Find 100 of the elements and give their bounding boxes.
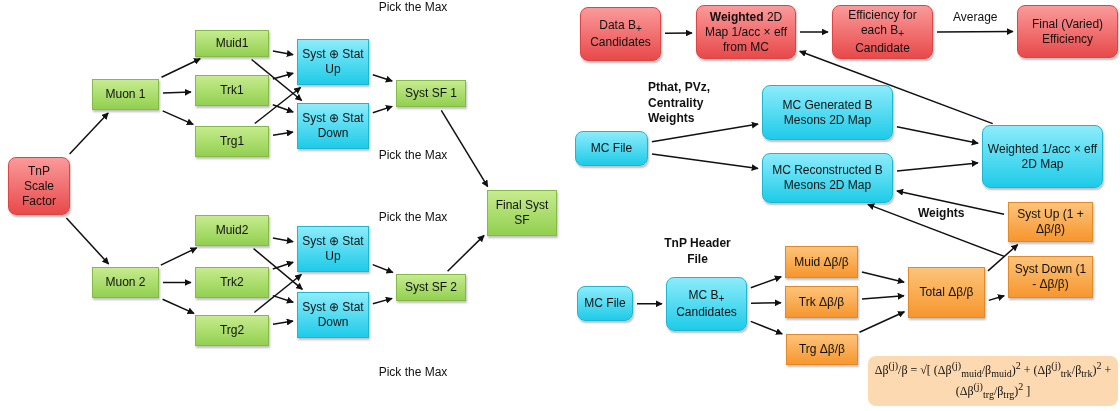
arrow (253, 273, 303, 314)
arrow (651, 121, 759, 143)
node-label: Efficiency for each B$_{+}$ Candidate (847, 8, 918, 56)
node-label: Syst ⊕ Stat Up (301, 234, 365, 264)
process-box (92, 267, 159, 298)
process-box (696, 5, 796, 59)
node-label: TnP Scale Factor (21, 163, 57, 209)
process-box (575, 131, 648, 166)
process-box (577, 286, 633, 321)
edge-label: Average (951, 9, 1000, 24)
process-box (195, 126, 269, 157)
arrow (161, 110, 194, 126)
node-label: MC File (584, 296, 626, 311)
process-box (786, 334, 858, 365)
arrow (254, 86, 302, 125)
arrow (252, 247, 304, 291)
arrow (372, 296, 393, 305)
arrow (987, 243, 1019, 272)
node-label: MC Generated B Mesons 2D Map (781, 97, 874, 128)
node-label: Syst ⊕ Stat Up (301, 47, 365, 77)
process-box (1008, 202, 1093, 242)
node-label: Syst ⊕ Stat Down (301, 111, 365, 141)
node-label: Syst Up (1 + Δβ/β) (1016, 207, 1085, 237)
arrow (749, 320, 784, 335)
arrow (160, 57, 201, 79)
process-box (762, 153, 893, 203)
node-label: Final Syst SF (494, 198, 550, 228)
process-box (982, 125, 1103, 188)
node-label: MC File (590, 141, 633, 156)
arrow (372, 105, 393, 114)
process-box (832, 5, 933, 59)
arrow (636, 300, 663, 308)
arrow (750, 299, 782, 307)
node-label: Trk1 (220, 83, 244, 98)
note-text: Pick the Max (378, 0, 448, 16)
node-label: Trg Δβ/β (798, 342, 845, 357)
arrow (798, 50, 994, 125)
node-label: Muid2 (215, 223, 249, 238)
arrow (272, 237, 294, 244)
arrow (372, 74, 393, 83)
arrow (272, 104, 294, 114)
process-box (297, 226, 369, 272)
process-box (580, 7, 661, 61)
arrow (161, 298, 195, 315)
process-box (195, 267, 269, 298)
arrow (988, 294, 1005, 302)
arrow (272, 50, 294, 57)
arrow (896, 188, 1005, 215)
process-box (762, 85, 893, 140)
process-box (487, 190, 557, 236)
process-box (666, 277, 747, 331)
node-label: Trk Δβ/β (798, 294, 845, 310)
arrow (861, 292, 905, 300)
process-box (396, 80, 466, 107)
arrow (272, 71, 294, 80)
node-label: Syst SF 2 (405, 280, 457, 295)
process-box (785, 286, 858, 318)
node-label: Weighted 1/acc × eff 2D Map (986, 141, 1099, 172)
node-label: Trg1 (219, 134, 245, 149)
node-label: Syst ⊕ Stat Down (301, 300, 365, 330)
node-label: Trk2 (220, 275, 244, 290)
process-box (8, 157, 70, 215)
node-label: Trg2 (219, 323, 245, 338)
node-label: Syst Down (1 - Δβ/β) (1013, 262, 1088, 292)
note-text: Pick the Max (378, 365, 448, 381)
arrow (162, 279, 192, 286)
note-text: Weights (918, 206, 966, 222)
node-label: Muid Δβ/β (794, 254, 849, 270)
process-box (908, 267, 985, 318)
arrow (272, 260, 294, 270)
arrow (371, 263, 394, 274)
arrow (750, 275, 782, 289)
process-box (297, 292, 369, 338)
node-label: Weighted 2D Map 1/acc × eff from MC (703, 9, 789, 55)
node-label: MC Reconstructed B Mesons 2D Map (771, 163, 884, 193)
arrow (160, 247, 198, 266)
node-label: Final (Varied) Efficiency (1030, 16, 1105, 47)
arrow (440, 109, 489, 188)
process-box (396, 274, 466, 301)
arrow (272, 294, 294, 304)
arrow (446, 234, 485, 272)
note-text: Pick the Max (378, 148, 448, 164)
arrow (162, 88, 192, 96)
arrow (272, 129, 294, 137)
arrow (799, 28, 829, 36)
node-label: Muon 2 (105, 275, 146, 290)
node-label: MC B$_{+}$ Candidates (675, 287, 738, 321)
note-text: TnP Header File (663, 236, 732, 268)
arrow (896, 125, 979, 146)
arrow (664, 29, 693, 37)
note-text: Pick the Max (378, 210, 448, 226)
node-label: Total Δβ/β (919, 285, 974, 300)
node-label: Muid1 (215, 36, 249, 51)
arrow (250, 58, 303, 102)
arrow (867, 203, 1006, 258)
process-box (1017, 5, 1118, 58)
process-box (297, 39, 369, 85)
formula-text: Δβ$^{(j)}$/β = √[ (Δβ$^{(j)}$$_{muid}$/β$_{muid}$)$^{2}$ + (Δβ$^{(j)}$$_{trk}$/β$_{trk}$)$^{2}$ + (Δβ$^{(j)}$$_{trg}$/β$_{trg}$)$^{2}$ ] (873, 360, 1113, 402)
node-label: Syst SF 1 (405, 86, 457, 101)
process-box (195, 30, 269, 57)
